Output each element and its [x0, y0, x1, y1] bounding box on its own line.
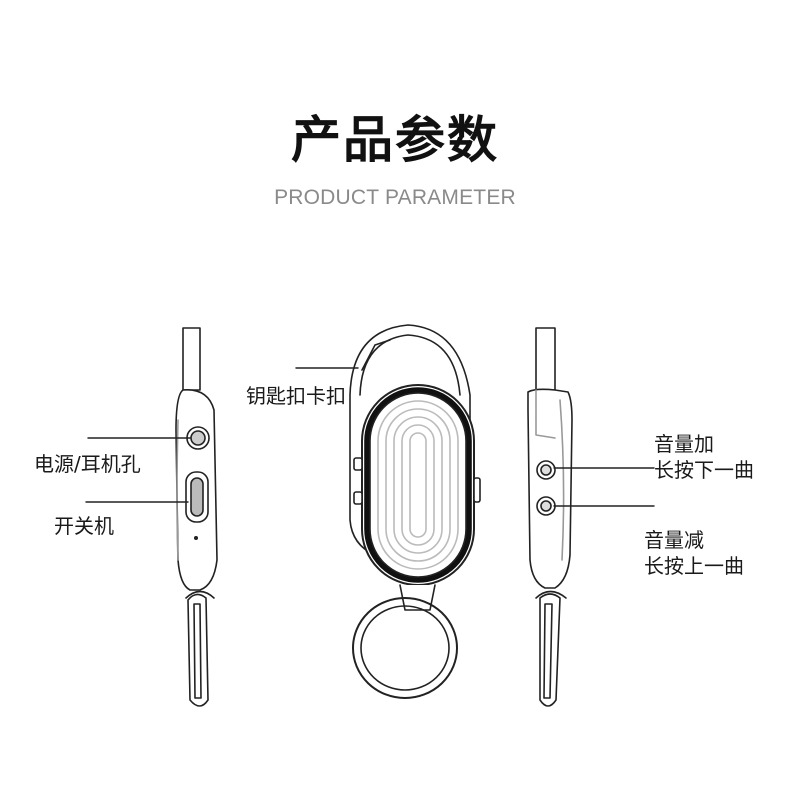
page-title: 产品参数	[291, 111, 499, 169]
right-side-view	[527, 327, 573, 707]
label-volume-down-line1: 音量减	[644, 528, 704, 552]
label-volume-up-line1: 音量加	[654, 432, 714, 456]
leader-lines	[85, 367, 655, 507]
front-view	[349, 324, 481, 699]
label-power-switch: 开关机	[54, 514, 114, 538]
label-power-earphone: 电源/耳机孔	[34, 452, 141, 476]
label-volume-up-line2: 长按下一曲	[654, 458, 754, 482]
left-side-view	[175, 327, 218, 707]
label-keychain-buckle: 钥匙扣卡扣	[246, 384, 346, 408]
page-subtitle: PRODUCT PARAMETER	[274, 186, 516, 209]
label-volume-down-line2: 长按上一曲	[644, 554, 744, 578]
